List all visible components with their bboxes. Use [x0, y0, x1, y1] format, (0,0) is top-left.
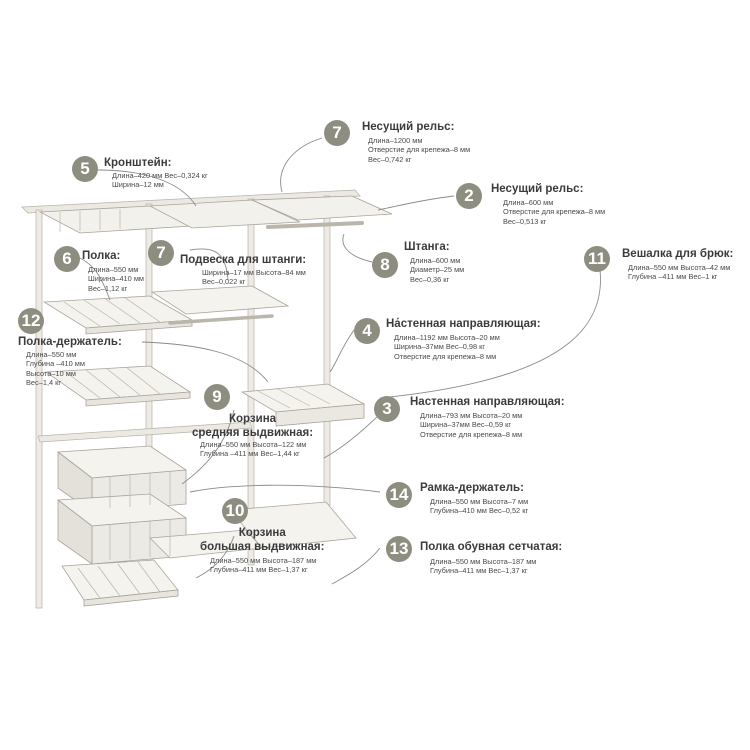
spec-line: Глубина–411 мм Вес–1,37 кг — [210, 565, 308, 575]
spec-line: Глубина –411 мм Вес–1 кг — [628, 272, 718, 282]
number-badge: 8 — [372, 252, 398, 278]
spec-line: Отверстие для крепежа–8 мм — [368, 145, 471, 155]
part-title: Полка: — [82, 250, 121, 262]
spec-line: Высота–10 мм — [26, 368, 76, 378]
spec-line: Вес–0,022 кг — [202, 277, 246, 287]
number-badge: 3 — [374, 396, 400, 422]
spec-line: Длина–1192 мм Высота–20 мм — [394, 333, 500, 342]
part-specs: Длина–550 мм Высота–187 мм Глубина–411 м… — [430, 557, 536, 576]
spec-line: Ширина–17 мм Высота–84 мм — [202, 268, 306, 277]
wire-shelf — [61, 559, 179, 607]
part-specs: Длина–550 мм Глубина –410 мм Высота–10 м… — [26, 350, 85, 388]
part-specs: Ширина–17 мм Высота–84 мм Вес–0,022 кг — [202, 268, 306, 287]
part-specs: Длина–600 мм Отверстие для крепежа–8 мм … — [503, 198, 605, 226]
number-badge: 5 — [72, 156, 98, 182]
part-title: Корзина большая выдвижная: — [200, 527, 325, 553]
number-badge: 14 — [386, 482, 412, 508]
part-title: Рамка-держатель: — [420, 482, 524, 494]
number-badge: 6 — [54, 246, 80, 272]
spec-line: Ширина–37мм Вес–0,98 кг — [394, 342, 486, 352]
spec-line: Отверстие для крепежа–8 мм — [394, 351, 497, 361]
part-specs: Длина–1192 мм Высота–20 мм Ширина–37мм В… — [394, 333, 500, 361]
part-title: Корзина средняя выдвижная: — [192, 413, 314, 439]
part-title: Штанга: — [404, 241, 450, 253]
spec-line: Глубина–410 мм Вес–0,52 кг — [430, 506, 529, 516]
spec-line: Глубина–411 мм Вес–1,37 кг — [430, 566, 528, 576]
spec-line: Длина–1200 мм — [368, 136, 423, 145]
number-badge: 10 — [222, 498, 248, 524]
spec-line: Ширина–410 мм — [88, 274, 144, 284]
part-title: Полка обувная сетчатая: — [420, 541, 563, 553]
spec-line: Длина–550 мм Высота–187 мм — [430, 557, 537, 566]
spec-line: Ширина–37мм Вес–0,59 кг — [420, 420, 512, 430]
spec-line: Вес–0,742 кг — [368, 154, 412, 164]
spec-line: Длина–550 мм Высота–122 мм — [200, 440, 307, 449]
spec-line: Вес–0,36 кг — [410, 274, 450, 284]
part-title: Подвеска для штанги: — [180, 254, 307, 266]
spec-line: Глубина –410 мм — [26, 359, 85, 369]
top-rail — [21, 189, 361, 214]
hanging-rod — [266, 221, 364, 229]
part-specs: Длина–600 мм Диаметр–25 мм Вес–0,36 кг — [410, 256, 464, 284]
part-title: Вешалка для брюк: — [622, 248, 734, 260]
part-specs: Длина–550 мм Высота–122 мм Глубина –411 … — [200, 440, 306, 459]
spec-line: Длина–600 мм — [503, 198, 554, 207]
trouser-hanger — [240, 383, 366, 427]
part-specs: Длина–550 мм Высота–187 мм Глубина–411 м… — [210, 556, 316, 575]
spec-line: Длина–550 мм Высота–7 мм — [430, 497, 529, 506]
part-specs: Длина–1200 мм Отверстие для крепежа–8 мм… — [368, 136, 470, 164]
spec-line: Длина–600 мм — [410, 256, 461, 265]
part-title: Несущий рельс: — [491, 183, 584, 195]
leader-lines — [73, 137, 601, 585]
wire-hatching — [59, 209, 331, 599]
part-title: Несущий рельс: — [362, 121, 455, 133]
spec-line: Диаметр–25 мм — [410, 265, 465, 275]
spec-line: Вес–1,12 кг — [88, 283, 128, 293]
number-badge: 2 — [456, 183, 482, 209]
mid-rail — [37, 421, 253, 443]
number-badge: 11 — [584, 246, 610, 272]
part-specs: Длина–793 мм Высота–20 мм Ширина–37мм Ве… — [420, 411, 522, 439]
part-specs: Длина–550 мм Высота–7 мм Глубина–410 мм … — [430, 497, 528, 516]
part-specs: Длина–550 мм Высота–42 мм Глубина –411 м… — [628, 263, 730, 282]
part-title: Кронштейн: — [104, 157, 172, 169]
spec-line: Длина–420 мм Вес–0,324 кг — [112, 171, 208, 180]
part-title: Полка-держатель: — [18, 336, 122, 348]
part-title: На́стенная направляющая: — [386, 318, 541, 330]
spec-line: Отверстие для крепежа–8 мм — [503, 207, 606, 217]
spec-line: Отверстие для крепежа–8 мм — [420, 429, 523, 439]
spec-line: Глубина –411 мм Вес–1,44 кг — [200, 449, 300, 459]
number-badge: 4 — [354, 318, 380, 344]
top-shelves — [38, 195, 393, 234]
spec-line: Вес–1,4 кг — [26, 378, 62, 388]
wire-shelf — [150, 285, 290, 325]
spec-line: Длина–550 мм — [26, 350, 77, 359]
spec-line: Длина–550 мм — [88, 265, 139, 274]
spec-line: Длина–793 мм Высота–20 мм — [420, 411, 523, 420]
number-badge: 7 — [324, 120, 350, 146]
number-badge: 7 — [148, 240, 174, 266]
spec-line: Ширина–12 мм — [112, 180, 164, 190]
part-specs: Длина–550 мм Ширина–410 мм Вес–1,12 кг — [88, 265, 144, 293]
baskets — [56, 445, 188, 565]
spec-line: Длина–550 мм Высота–42 мм — [628, 263, 731, 272]
number-badge: 9 — [204, 384, 230, 410]
spec-line: Вес–0,513 кг — [503, 216, 547, 226]
spec-line: Длина–550 мм Высота–187 мм — [210, 556, 317, 565]
number-badge: 12 — [18, 308, 44, 334]
wire-shelf — [44, 365, 192, 407]
number-badge: 13 — [386, 536, 412, 562]
part-title: Настенная направляющая: — [410, 396, 565, 408]
part-specs: Длина–420 мм Вес–0,324 кг Ширина–12 мм — [112, 171, 208, 190]
